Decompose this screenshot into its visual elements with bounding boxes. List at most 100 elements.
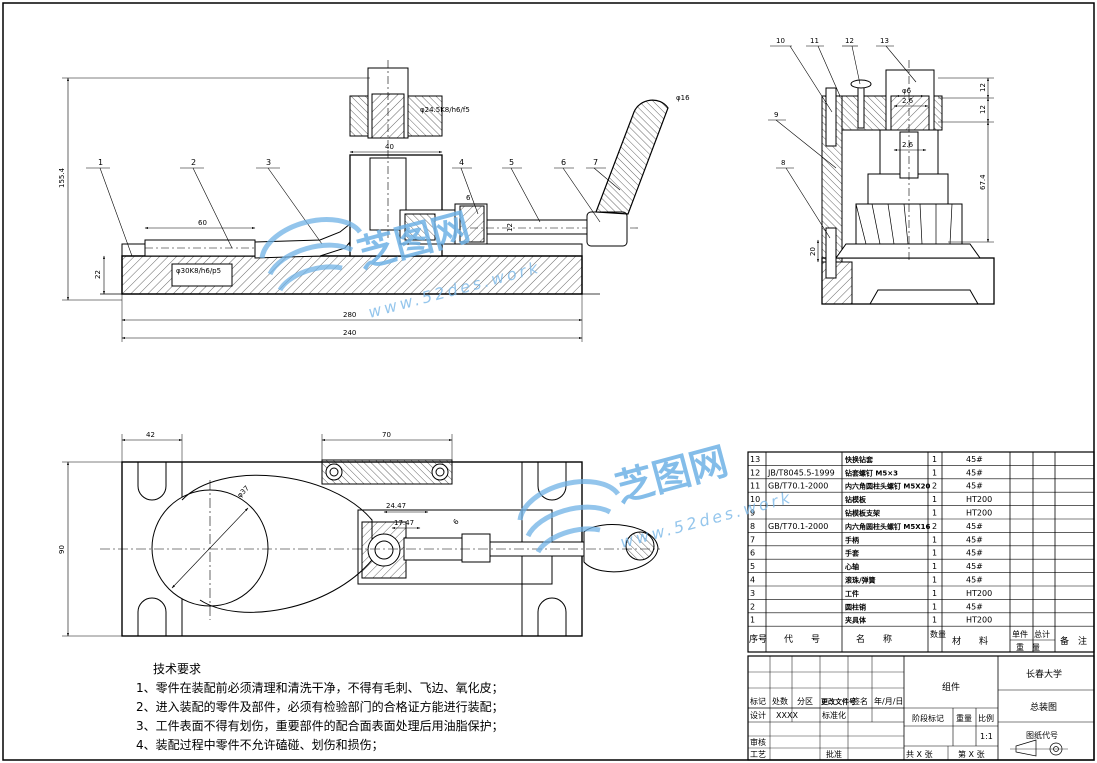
balloon-5: 5 (509, 158, 514, 167)
bom-cell-material: 45# (966, 522, 983, 531)
dim-front-6: 6 (466, 194, 471, 202)
dim-top-90: 90 (58, 545, 66, 554)
bom-cell-qty: 1 (932, 616, 937, 625)
dim-side-20: 20 (809, 247, 817, 256)
tb-org: 长春大学 (1026, 668, 1062, 680)
note-item: 1、零件在装配前必须清理和清洗干净，不得有毛刺、飞边、氧化皮； (136, 681, 504, 695)
dim-front-280: 280 (343, 311, 356, 319)
balloon-7: 7 (593, 158, 598, 167)
balloon-10: 10 (776, 37, 785, 45)
bom-cell-name: 内六角圆柱头螺钉 M5X16 (845, 522, 931, 531)
balloon-1: 1 (98, 158, 103, 167)
bom-cell-material: HT200 (966, 589, 992, 598)
balloon-13: 13 (880, 37, 889, 45)
bom-hdr-unit: 单件 (1012, 629, 1028, 639)
tb-assembly: 组件 (942, 681, 960, 693)
bom-cell-material: HT200 (966, 616, 992, 625)
bom-cell-no: 11 (750, 482, 760, 491)
bom-cell-name: 手套 (845, 549, 860, 558)
bom-cell-material: 45# (966, 455, 983, 464)
tb-sheet-no: 第 X 张 (958, 749, 985, 759)
bom-table (747, 451, 1095, 653)
bom-cell-no: 5 (750, 562, 755, 571)
dim-front-60: 60 (198, 219, 207, 227)
bom-cell-no: 6 (750, 549, 755, 558)
bom-hdr-weight: 重 量 (1016, 642, 1040, 652)
notes-title: 技术要求 (153, 662, 202, 676)
bom-cell-name: 钻套螺钉 M5×3 (845, 468, 898, 477)
dim-side-67-4: 67.4 (979, 174, 987, 190)
watermark-brand-2: 芝图网 (611, 439, 733, 511)
bom-header: 序号 代 号 名 称 数量 材 料 单件 总计 重 量 备 注 (749, 629, 1087, 652)
tb-change-doc: 更改文件号 (821, 697, 856, 706)
tb-sheets-total: 共 X 张 (906, 750, 933, 759)
dim-front-12: 12 (506, 223, 514, 232)
bom-cell-no: 9 (750, 509, 755, 518)
tb-title: 总装图 (1030, 701, 1057, 713)
dim-side-2-6b: 2.6 (902, 141, 914, 149)
dim-front-240: 240 (343, 329, 356, 337)
bom-cell-no: 2 (750, 602, 755, 611)
bom-hdr-no: 序号 (749, 633, 767, 645)
watermark-logo-icon (517, 479, 621, 554)
tb-standard: 标准化 (822, 710, 846, 720)
dim-top-42: 42 (146, 431, 155, 439)
bom-cell-name: 圆柱销 (845, 602, 866, 611)
bom-cell-name: 钻模板支架 (845, 509, 880, 518)
title-block-text: 长春大学 总装图 图纸代号 组件 标记 处数 分区 更改文件号 签名 年/月/日… (750, 668, 1062, 759)
side-view (768, 45, 995, 305)
bom-cell-qty: 1 (932, 535, 937, 544)
dim-front-fit-top: φ24.5K8/h6/f5 (420, 106, 470, 114)
note-item: 2、进入装配的零件及部件，必须有检验部门的合格证方能进行装配； (136, 700, 504, 714)
note-item: 4、装配过程中零件不允许磕碰、划伤和损伤； (136, 738, 384, 752)
tb-process: 工艺 (750, 750, 766, 759)
dim-side-12b: 12 (979, 105, 987, 114)
balloon-3: 3 (266, 158, 271, 167)
dim-front-height: 155.4 (58, 167, 66, 188)
tb-design: 设计 (750, 710, 766, 720)
bom-cell-qty: 1 (932, 495, 937, 504)
bom-cell-name: 钻模板 (845, 495, 867, 504)
balloon-12: 12 (845, 37, 854, 45)
balloon-11: 11 (810, 37, 819, 45)
side-view-labels: 10 11 12 13 9 8 φ6 2.6 2.6 12 12 67.4 20 (774, 37, 987, 256)
dim-side-2-6a: 2.6 (902, 97, 914, 105)
bom-cell-code: GB/T70.1-2000 (768, 482, 828, 491)
tb-date: 年/月/日 (874, 696, 903, 706)
bom-hdr-code: 代 号 (784, 634, 820, 645)
title-block (747, 655, 1095, 761)
bom-cell-name: 心轴 (845, 562, 859, 571)
bom-cell-qty: 2 (932, 522, 937, 531)
bom-cell-qty: 1 (932, 509, 937, 518)
dim-top-24-47: 24.47 (386, 502, 406, 510)
note-item: 3、工件表面不得有划伤，重要部件的配合面表面处理后用油脂保护； (136, 719, 504, 733)
bom-cell-material: 45# (966, 468, 983, 477)
bom-cell-qty: 1 (932, 562, 937, 571)
bom-cell-name: 工件 (845, 589, 859, 598)
balloon-2: 2 (191, 158, 196, 167)
bom-cell-material: 45# (966, 602, 983, 611)
balloon-4: 4 (459, 158, 464, 167)
dim-front-base: 22 (94, 270, 102, 279)
dim-front-handle: φ16 (676, 94, 690, 102)
bom-cell-code: JB/T8045.5-1999 (767, 468, 835, 477)
bom-cell-qty: 1 (932, 549, 937, 558)
tb-approve: 批准 (826, 749, 842, 759)
tb-stage: 阶段标记 (912, 713, 944, 723)
technical-requirements: 技术要求 1、零件在装配前必须清理和清洗干净，不得有毛刺、飞边、氧化皮； 2、进… (136, 660, 504, 755)
bom-cell-material: 45# (966, 562, 983, 571)
bom-cell-no: 4 (750, 576, 755, 585)
tb-zone: 分区 (797, 697, 813, 706)
bom-cell-name: 快换钻套 (845, 455, 874, 464)
bom-cell-qty: 1 (932, 455, 937, 464)
dim-side-12a: 12 (979, 83, 987, 92)
bom-cell-no: 12 (750, 468, 760, 477)
bom-hdr-total: 总计 (1034, 629, 1050, 639)
bom-cell-no: 3 (750, 589, 755, 598)
top-view (62, 434, 660, 637)
bom-cell-code: GB/T70.1-2000 (768, 522, 828, 531)
balloon-9: 9 (774, 111, 778, 119)
dim-front-40: 40 (385, 143, 394, 151)
bom-cell-material: 45# (966, 576, 983, 585)
